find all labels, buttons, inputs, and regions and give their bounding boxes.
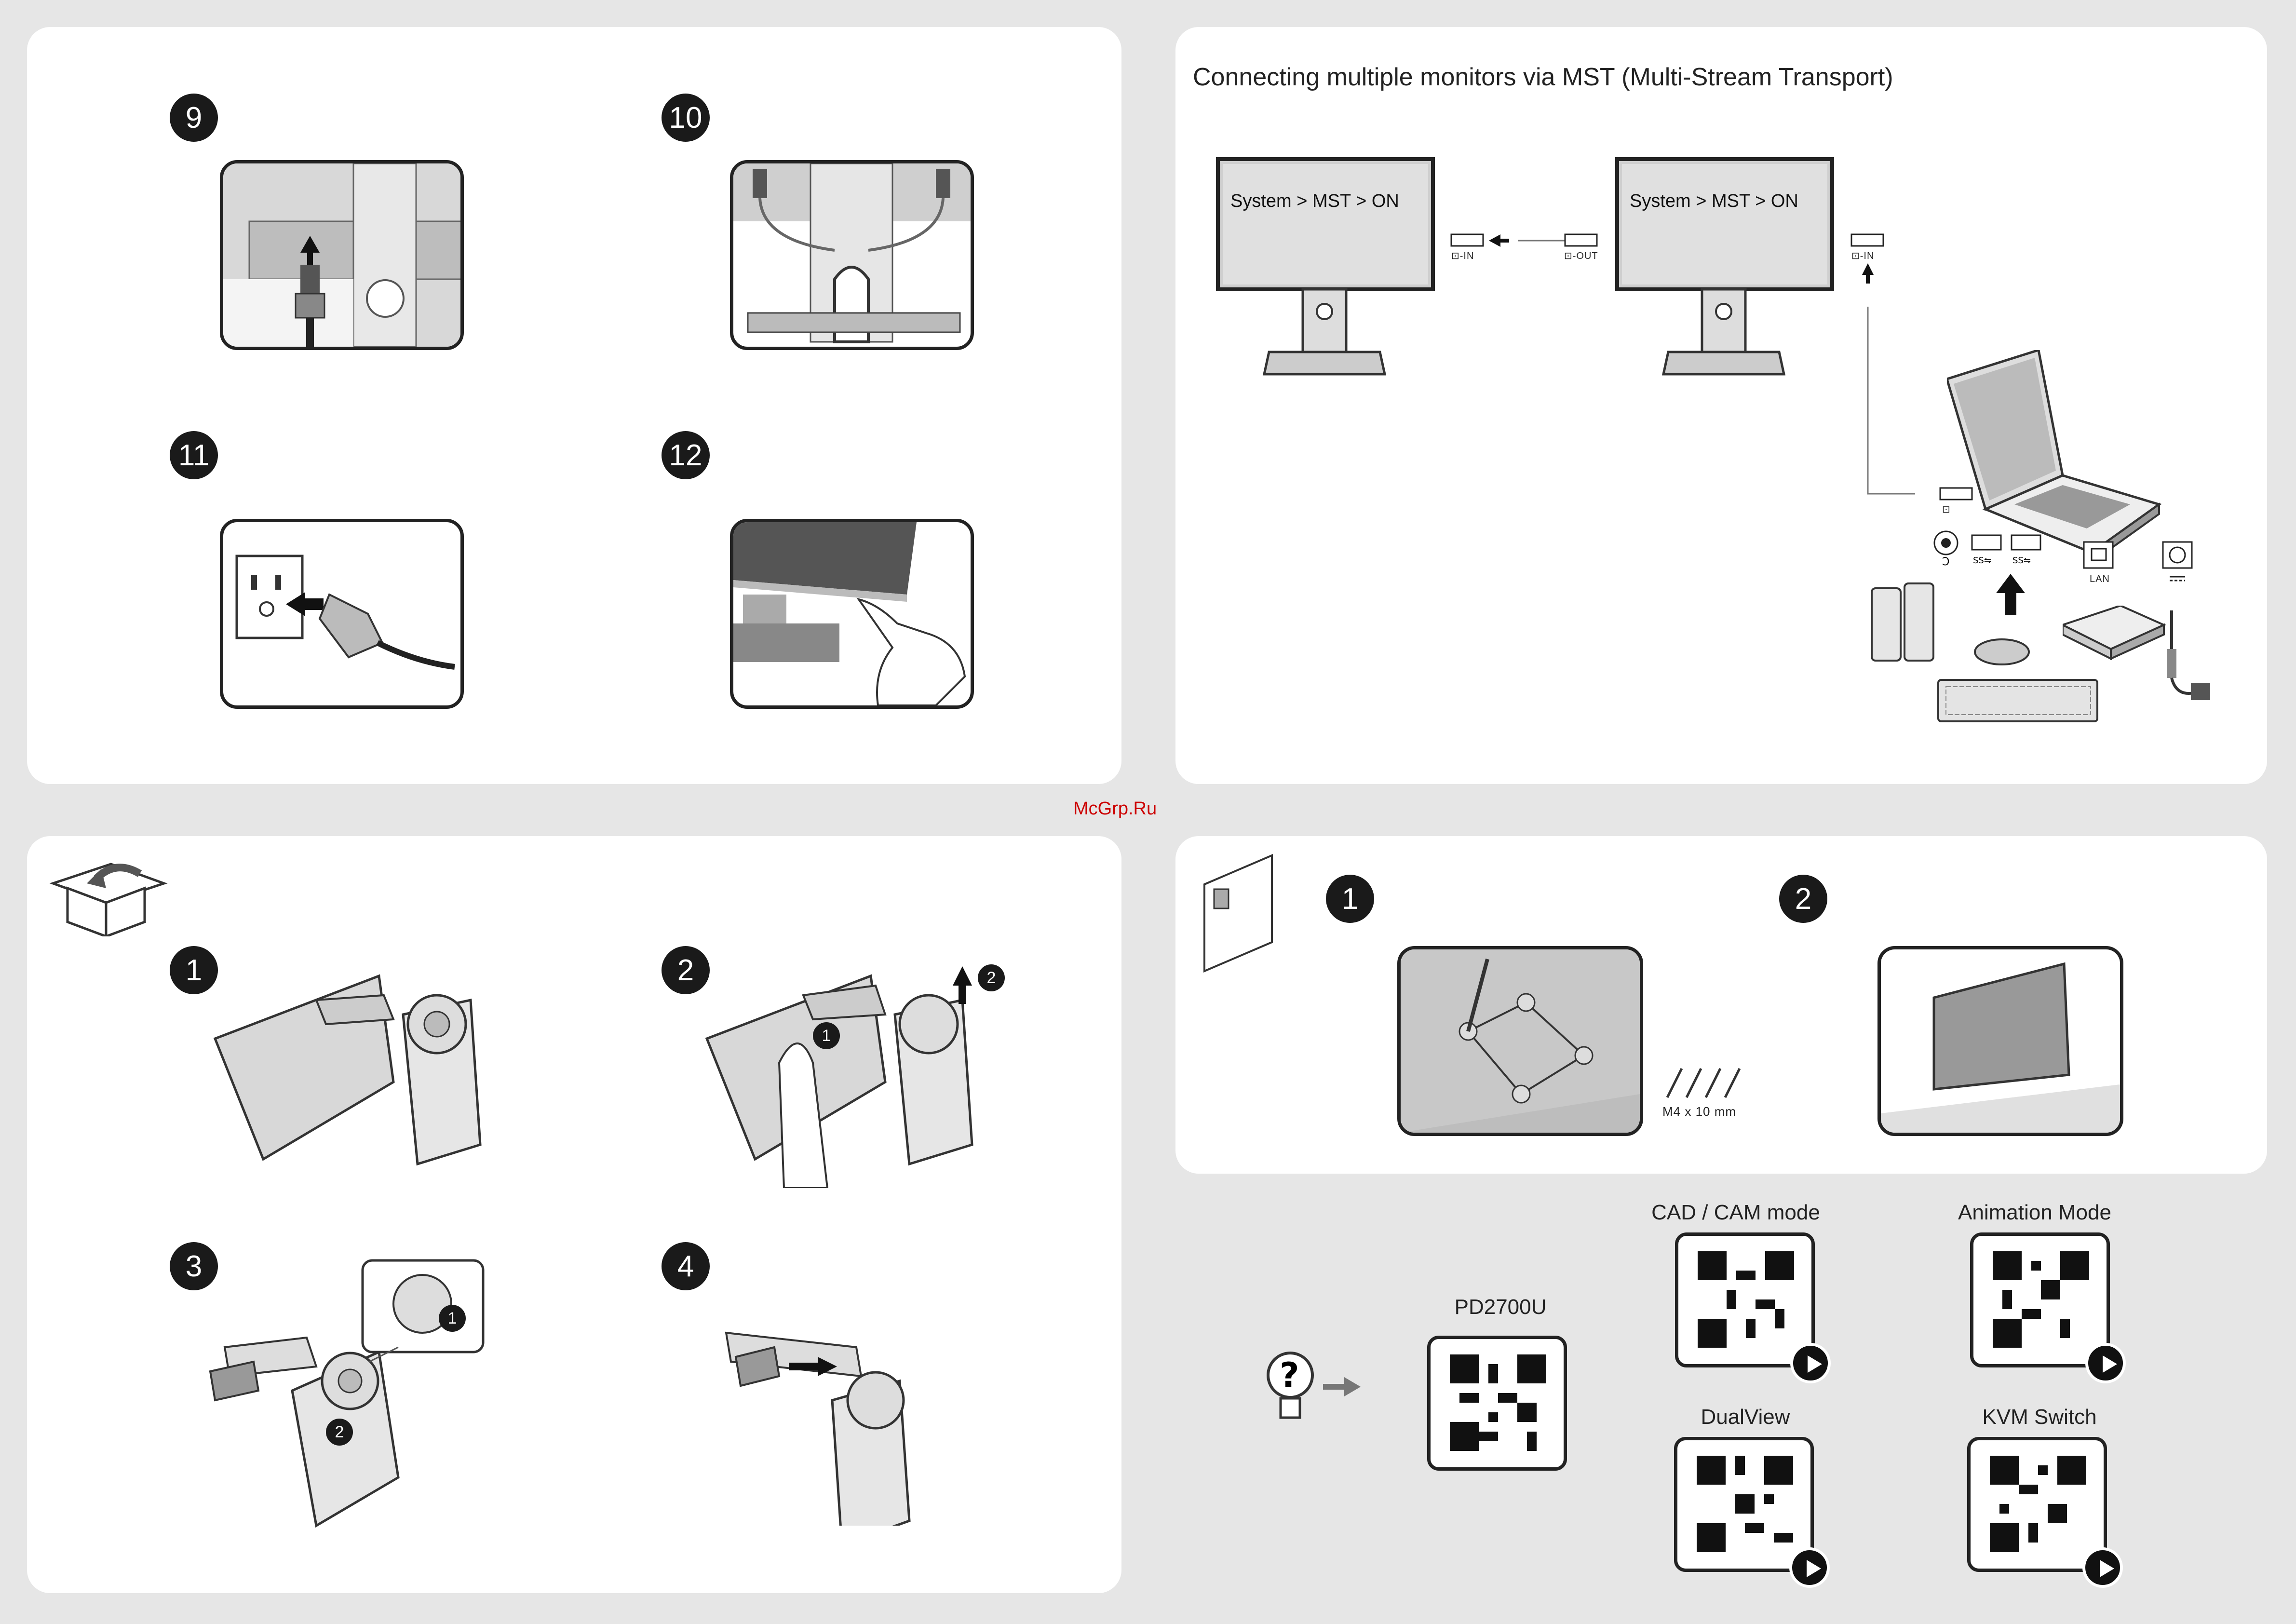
box-repack-icon [48,854,169,939]
svg-text:SS⇋: SS⇋ [2012,555,2031,566]
speakers [1870,579,1937,668]
qr-label-dualview: DualView [1649,1405,1842,1429]
mouse [1972,635,2035,671]
illustration-vesa-screws [1397,946,1643,1136]
screw-size-label: M4 x 10 mm [1662,1104,1736,1119]
panel-mst: Connecting multiple monitors via MST (Mu… [1175,27,2267,784]
dp-out-port-icon [1564,233,1598,250]
usb-port-icon-2: SS⇋ [2011,528,2044,569]
sub-step-2-badge-b: 2 [326,1419,353,1446]
qr-kvm-switch[interactable] [1967,1437,2107,1572]
play-video-icon[interactable] [1790,1343,1831,1383]
svg-text:?: ? [1280,1355,1299,1395]
power-adapter [2157,610,2215,709]
step-4-badge: 4 [662,1242,710,1290]
step-11-badge: 11 [170,431,218,479]
sub-step-1-badge: 1 [813,1022,840,1049]
monitor-1-screen-text: System > MST > ON [1230,191,1399,212]
illustration-wall-mounted-monitor [1877,946,2123,1136]
power-port-icon [2162,541,2196,587]
step-9-badge: 9 [170,94,218,142]
keyboard [1936,678,2100,729]
dp-out-label: ⊡-OUT [1564,250,1598,262]
illustration-detach-stand [716,1294,1025,1528]
arrow-up-icon [1996,574,2025,620]
mst-title: Connecting multiple monitors via MST (Mu… [1193,63,1893,92]
dp-in-label-2: ⊡-IN [1851,250,1874,262]
usb-port-icon-1: SS⇋ [1971,528,2005,569]
headphone-port-icon: Ͻ [1932,528,1961,569]
play-video-icon[interactable] [1789,1547,1830,1588]
svg-text:Ͻ: Ͻ [1942,556,1949,567]
cable-laptop-to-monitor [1862,263,1930,526]
mount-step-2-badge: 2 [1779,875,1827,923]
illustration-press-release-button [702,966,1011,1191]
arrow-left-icon [1489,233,1576,250]
dp-in-label-1: ⊡-IN [1451,250,1474,262]
illustration-power-cable-plug [220,160,464,350]
illustration-remove-base [196,1256,514,1557]
dp-in-port-icon-2 [1850,233,1884,250]
monitor-1: System > MST > ON [1216,157,1438,384]
svg-text:SS⇋: SS⇋ [1973,555,1991,566]
panel-stand-removal: 1 2 3 4 1 2 [27,836,1121,1593]
arrow-right-icon [1323,1377,1362,1399]
step-10-badge: 10 [662,94,710,142]
qr-label-animation: Animation Mode [1938,1201,2131,1225]
play-video-icon[interactable] [2085,1343,2126,1383]
lan-label: LAN [2090,574,2110,585]
illustration-wall-outlet [220,519,464,709]
help-lightbulb-icon: ? [1263,1348,1321,1428]
illustration-power-button [730,519,974,709]
wall-mount-icon [1200,846,1282,993]
play-video-icon[interactable] [2082,1547,2123,1588]
panel-cable-connection: 9 10 11 12 [27,27,1121,784]
sub-step-2-badge: 2 [978,964,1005,991]
illustration-cable-routing [730,160,974,350]
lan-port-icon [2083,541,2117,572]
illustration-stand-on-monitor [210,966,519,1191]
sub-step-1-badge-b: 1 [439,1305,466,1332]
qr-cad-cam[interactable] [1675,1232,1815,1367]
watermark: McGrp.Ru [1073,798,1157,819]
qr-animation[interactable] [1970,1232,2110,1367]
screws-icon [1662,1064,1749,1105]
product-qr-code[interactable] [1427,1336,1567,1471]
step-12-badge: 12 [662,431,710,479]
monitor-2-screen-text: System > MST > ON [1630,191,1798,212]
panel-wall-mount: 1 2 M4 x 10 mm [1175,836,2267,1174]
mount-step-1-badge: 1 [1326,875,1374,923]
network-router [2063,606,2169,671]
dp-in-port-icon-1 [1450,233,1484,250]
monitor-2: System > MST > ON [1615,157,1837,384]
qr-dualview[interactable] [1674,1437,1814,1572]
qr-label-kvm: KVM Switch [1943,1405,2136,1429]
qr-label-cad-cam: CAD / CAM mode [1639,1201,1832,1225]
product-name: PD2700U [1428,1295,1573,1319]
